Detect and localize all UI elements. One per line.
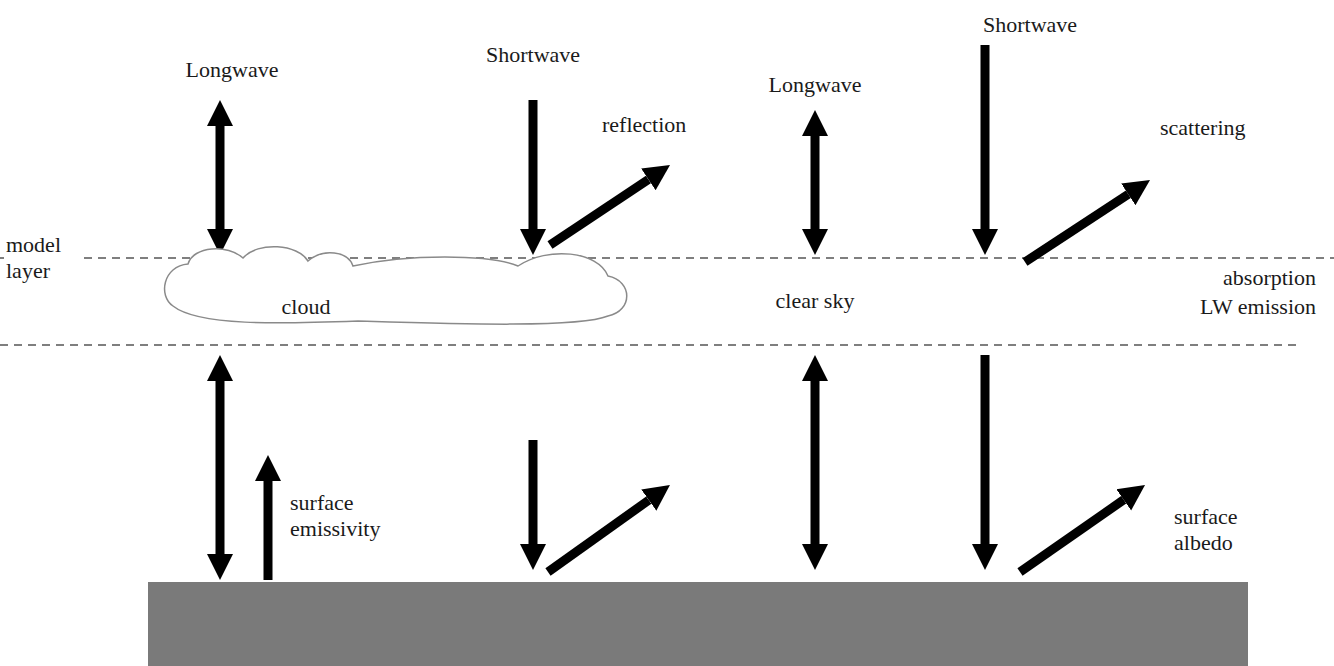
reflected-arrow <box>548 500 649 572</box>
layer-bottom-dashed <box>0 344 1300 346</box>
cloud-outline <box>158 236 628 331</box>
longwave-arrow <box>216 126 225 229</box>
surface-ground <box>148 582 1248 666</box>
radiation-label: reflection <box>600 112 688 138</box>
radiation-label: surface albedo <box>1172 504 1276 556</box>
shortwave-arrow <box>529 100 538 229</box>
longwave-arrow <box>811 136 820 229</box>
radiation-label: Longwave <box>184 57 281 83</box>
radiation-label: scattering <box>1158 115 1248 141</box>
albedo-arrow <box>1020 500 1124 572</box>
radiation-label: Shortwave <box>981 12 1079 38</box>
longwave-arrow <box>811 381 820 544</box>
cloud-shape: cloud <box>158 236 628 331</box>
radiation-label: absorption <box>1221 265 1318 291</box>
radiation-label: Longwave <box>767 72 864 98</box>
radiation-label: surface emissivity <box>288 490 412 542</box>
shortwave-arrow <box>529 440 538 544</box>
shortwave-arrow <box>981 45 990 229</box>
radiation-label: model layer <box>4 232 83 284</box>
radiation-label: clear sky <box>774 288 857 314</box>
node-text: cloud <box>282 294 331 320</box>
reflection-arrow <box>550 179 648 245</box>
shortwave-arrow <box>981 355 990 544</box>
radiation-label: Shortwave <box>484 42 582 68</box>
cloud-outline-path <box>165 247 627 324</box>
scattering-arrow <box>1025 194 1128 262</box>
emission-arrow <box>264 481 273 580</box>
longwave-arrow <box>216 381 225 554</box>
radiation-label: LW emission <box>1198 294 1318 320</box>
